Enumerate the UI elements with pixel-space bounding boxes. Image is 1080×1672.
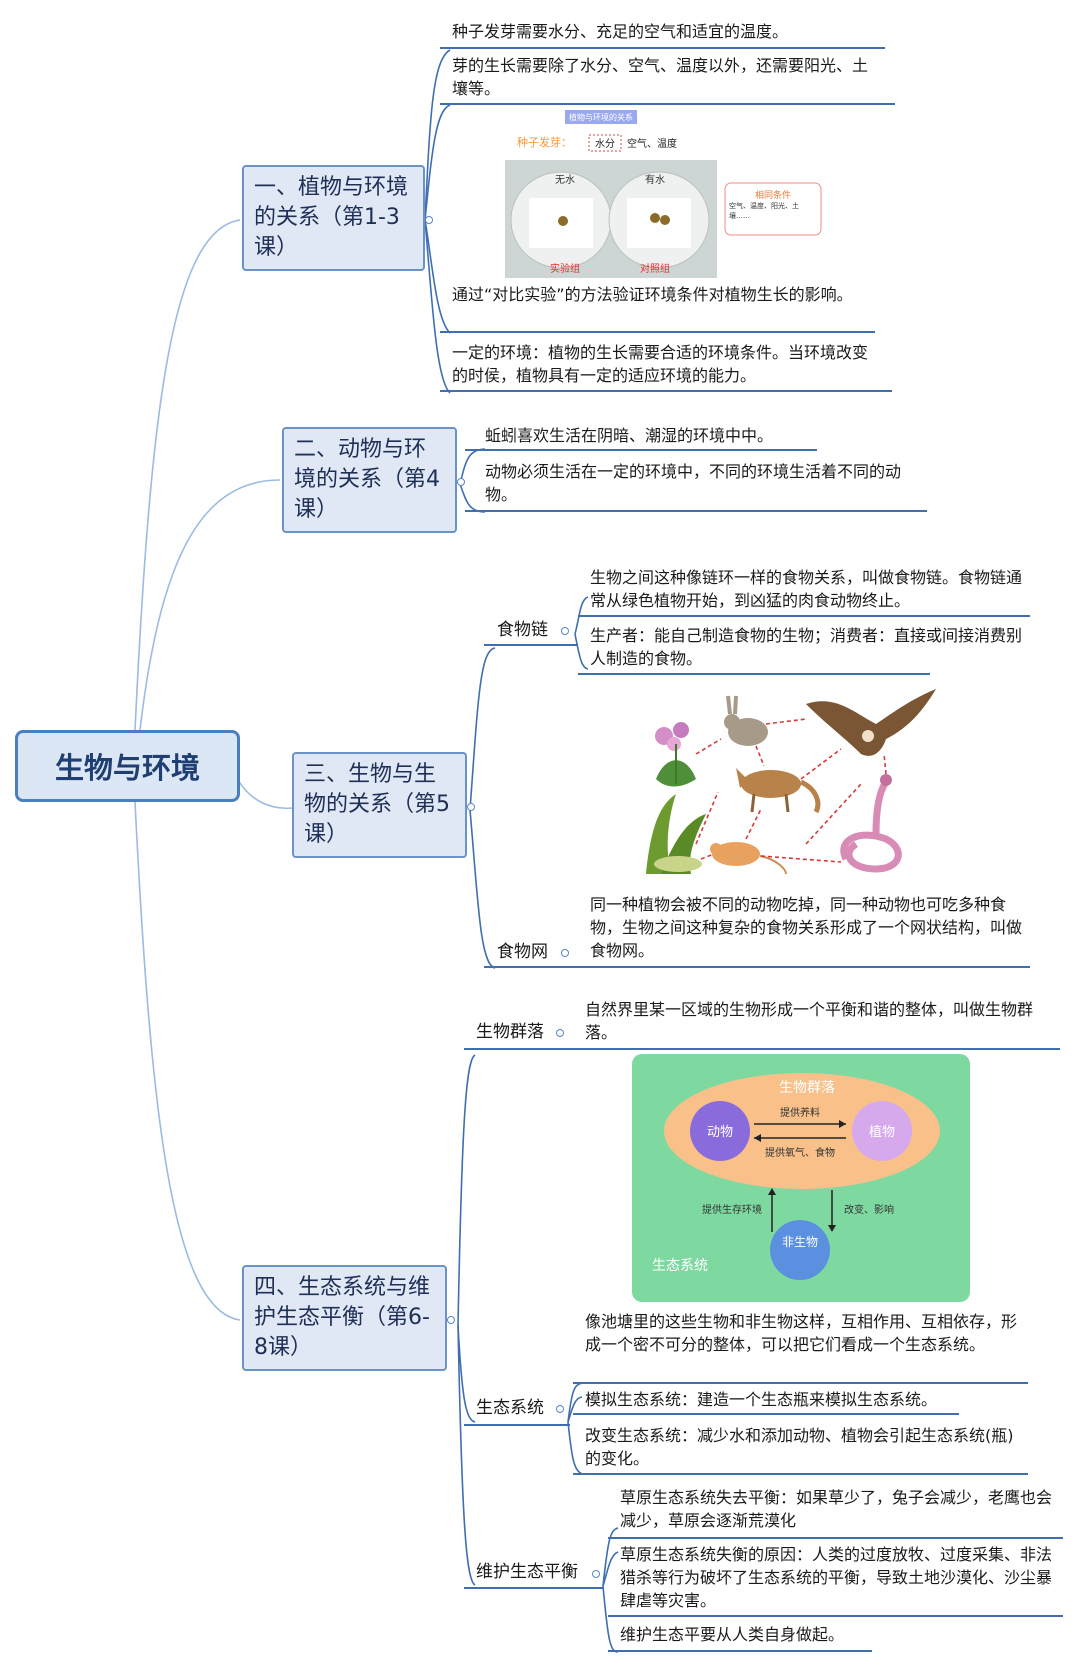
collapse-toggle-icon[interactable] <box>457 478 465 486</box>
branch-ecosystem-balance[interactable]: 四、生态系统与维护生态平衡（第6-8课） <box>242 1265 447 1371</box>
sub-underline <box>484 644 578 646</box>
leaf-grassland-imbalance: 草原生态系统失去平衡：如果草少了，兔子会减少，老鹰也会减少，草原会逐渐荒漠化 <box>620 1488 1053 1530</box>
leaf-earthworm: 蚯蚓喜欢生活在阴暗、潮湿的环境中中。 <box>485 426 774 445</box>
leaf-underline <box>608 1537 1063 1539</box>
leaf-food-web-def: 同一种植物会被不同的动物吃掉，同一种动物也可吃多种食物，生物之间这种复杂的食物关… <box>590 895 1023 960</box>
branch-label: 二、动物与环境的关系（第4课） <box>294 437 440 522</box>
leaf-underline <box>578 615 1030 617</box>
collapse-toggle-icon[interactable] <box>556 1029 564 1037</box>
leaf-underline <box>573 1048 1060 1050</box>
collapse-toggle-icon[interactable] <box>467 803 475 811</box>
left-arrow-label: 提供生存环境 <box>702 1203 762 1216</box>
food-web-image <box>646 689 936 875</box>
leaf-underline <box>608 1650 872 1652</box>
sub-underline <box>464 1587 604 1589</box>
leaf-underline <box>573 1382 1028 1384</box>
leaf-underline <box>578 966 1030 968</box>
figure-rest: 空气、温度 <box>627 137 677 150</box>
leaf-sprout-growth: 芽的生长需要除了水分、空气、温度以外，还需要阳光、土壤等。 <box>452 56 869 98</box>
sub-ecological-balance[interactable]: 维护生态平衡 <box>476 1562 578 1582</box>
figure-lead: 种子发芽： <box>517 135 572 149</box>
leaf-protect-balance: 维护生态平要从人类自身做起。 <box>620 1625 845 1644</box>
collapse-toggle-icon[interactable] <box>556 1405 564 1413</box>
tag-left: 实验组 <box>550 262 580 275</box>
branch-organism-relations[interactable]: 三、生物与生物的关系（第5课） <box>292 752 467 858</box>
snake-icon <box>840 774 902 873</box>
leaf-producer-consumer: 生产者：能自己制造食物的生物；消费者：直接或间接消费别人制造的食物。 <box>590 626 1023 668</box>
leaf-underline <box>440 47 885 49</box>
system-label: 生态系统 <box>652 1258 708 1274</box>
leaf-underline <box>573 1413 959 1415</box>
leaf-underline <box>573 1473 1028 1475</box>
leaf-food-chain-def: 生物之间这种像链环一样的食物关系，叫做食物链。食物链通常从绿色植物开始，到凶猛的… <box>590 568 1023 610</box>
branch-label: 四、生态系统与维护生态平衡（第6-8课） <box>254 1275 431 1360</box>
food-web-arrows <box>695 718 887 863</box>
leaf-underline <box>440 390 892 392</box>
leaf-underline <box>608 1615 1063 1617</box>
figure-boxed: 水分 <box>595 138 615 150</box>
leaf-community-def: 自然界里某一区域的生物形成一个平衡和谐的整体，叫做生物群落。 <box>585 1000 1034 1042</box>
leaf-underline <box>465 449 817 451</box>
ecosystem-diagram: 生物群落 动物 植物 提供养料 提供氧气、食物 提供生存环境 改变、影响 非生物… <box>632 1054 970 1302</box>
root-topic[interactable]: 生物与环境 <box>15 730 240 802</box>
figure-title: 植物与环境的关系 <box>569 112 633 122</box>
flower-icon <box>655 722 696 787</box>
leaf-underline <box>465 510 927 512</box>
side-text: 空气、温度、阳光、土壤…… <box>729 202 799 220</box>
branch-animal-environment[interactable]: 二、动物与环境的关系（第4课） <box>282 427 457 533</box>
leaf-ecosystem-def: 像池塘里的这些生物和非生物这样，互相作用、互相依存，形成一个密不可分的整体，可以… <box>585 1312 1018 1354</box>
rabbit-icon <box>724 695 768 746</box>
leaf-contrast-experiment: 通过“对比实验”的方法验证环境条件对植物生长的影响。 <box>452 285 853 304</box>
leaf-environment-adapt: 一定的环境：植物的生长需要合适的环境条件。当环境改变的时侯，植物具有一定的适应环… <box>452 343 869 385</box>
collapse-toggle-icon[interactable] <box>425 216 433 224</box>
root-label: 生物与环境 <box>54 751 200 785</box>
sub-food-web[interactable]: 食物网 <box>497 942 548 962</box>
grass-corn-icon <box>646 794 706 874</box>
sub-community[interactable]: 生物群落 <box>476 1022 544 1042</box>
branch-label: 一、植物与环境的关系（第1-3课） <box>254 175 409 260</box>
dish-right-label: 有水 <box>645 173 665 186</box>
right-arrow-label: 改变、影响 <box>844 1203 894 1216</box>
branch-plant-environment[interactable]: 一、植物与环境的关系（第1-3课） <box>242 165 425 271</box>
dish-left-label: 无水 <box>555 174 575 186</box>
animal-node: 动物 <box>707 1125 733 1140</box>
tag-right: 对照组 <box>640 262 670 275</box>
collapse-toggle-icon[interactable] <box>561 627 569 635</box>
leaf-seed-germination: 种子发芽需要水分、充足的空气和适宜的温度。 <box>452 22 789 41</box>
leaf-animal-habitat: 动物必须生活在一定的环境中，不同的环境生活着不同的动物。 <box>485 462 902 504</box>
leaf-underline <box>440 331 875 333</box>
seed-experiment-image: 植物与环境的关系 种子发芽： 水分 空气、温度 无水 有水 实验组 对照组 相同… <box>505 110 822 278</box>
leaf-underline <box>578 673 930 675</box>
sub-underline <box>464 1424 570 1426</box>
branch-label: 三、生物与生物的关系（第5课） <box>304 762 450 847</box>
arrow-bottom-label: 提供氧气、食物 <box>765 1146 835 1159</box>
mouse-icon <box>710 842 787 875</box>
leaf-change-ecosystem: 改变生态系统：减少水和添加动物、植物会引起生态系统(瓶)的变化。 <box>585 1426 1014 1468</box>
collapse-toggle-icon[interactable] <box>447 1316 455 1324</box>
collapse-toggle-icon[interactable] <box>592 1570 600 1578</box>
plant-node: 植物 <box>869 1125 895 1140</box>
collapse-toggle-icon[interactable] <box>561 949 569 957</box>
fox-icon <box>736 768 821 814</box>
eagle-icon <box>806 689 936 756</box>
leaf-underline <box>440 103 895 105</box>
leaf-simulate-ecosystem: 模拟生态系统：建造一个生态瓶来模拟生态系统。 <box>585 1390 938 1409</box>
nonliving-node: 非生物 <box>782 1235 818 1249</box>
arrow-top-label: 提供养料 <box>780 1106 820 1119</box>
leaf-imbalance-causes: 草原生态系统失衡的原因：人类的过度放牧、过度采集、非法猎杀等行为破坏了生态系统的… <box>620 1545 1053 1610</box>
sub-underline <box>484 966 578 968</box>
sub-ecosystem[interactable]: 生态系统 <box>476 1398 544 1418</box>
community-label: 生物群落 <box>779 1080 835 1096</box>
sub-underline <box>464 1048 584 1050</box>
sub-food-chain[interactable]: 食物链 <box>497 620 548 640</box>
side-title: 相同条件 <box>755 189 791 201</box>
